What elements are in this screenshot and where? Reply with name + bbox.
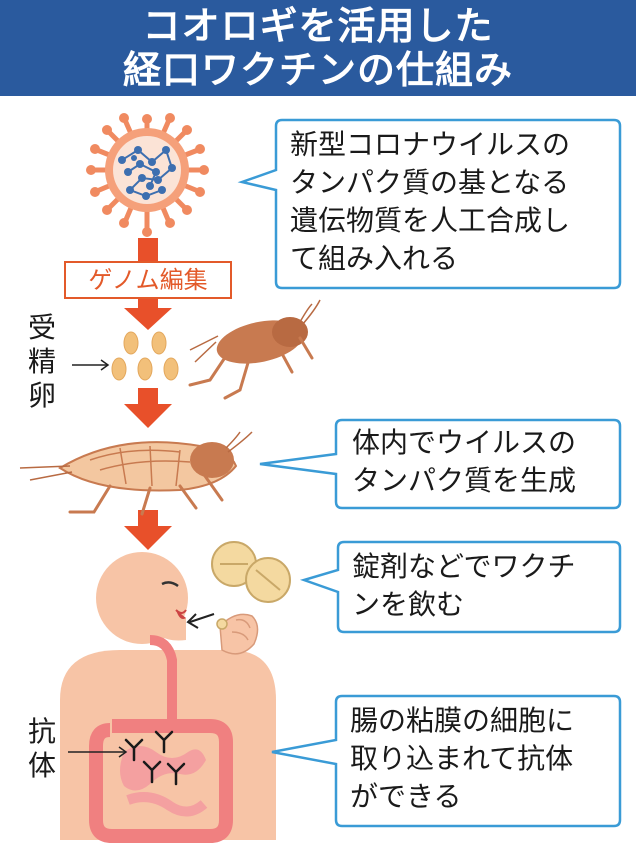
callout-2-line-1: 体内でウイルスの (352, 426, 577, 459)
callout-protein-generation: 体内でウイルスの タンパク質を生成 (256, 418, 622, 510)
antibody-label-2: 体 (28, 749, 57, 782)
callout-1-line-4: て組み入れる (290, 242, 459, 275)
callout-take-vaccine: 錠剤などでワクチ ンを飲む (299, 540, 622, 634)
callout-1-line-1: 新型コロナウイルスの (290, 128, 571, 161)
arrow-2 (124, 296, 172, 330)
callout-4-line-2: 取り込まれて抗体 (350, 742, 574, 775)
egg-pointer (72, 359, 110, 371)
callout-4-line-1: 腸の粘膜の細胞に (350, 704, 575, 737)
person-icon (60, 552, 276, 840)
fertilized-egg-label-2: 精 (28, 345, 57, 378)
digestive-tract-icon (89, 635, 233, 843)
tablet-pointer (186, 613, 215, 629)
title-band: コオロギを活用した 経口ワクチンの仕組み (0, 0, 636, 96)
genome-editing-label: ゲノム編集 (64, 261, 232, 299)
virus-icon (86, 113, 209, 237)
callout-3-line-1: 錠剤などでワクチ (352, 550, 576, 583)
antibody-pointer (68, 746, 128, 758)
callout-antibody-formation: 腸の粘膜の細胞に 取り込まれて抗体 ができる (268, 694, 622, 828)
callout-1-line-2: タンパク質の基となる (290, 166, 570, 199)
callout-1-line-3: 遺伝物質を人工合成し (290, 204, 571, 237)
callout-2-line-2: タンパク質を生成 (352, 464, 577, 497)
eggs-icon (111, 331, 179, 381)
fertilized-egg-label-1: 受 (28, 311, 57, 344)
callout-genetic-material: 新型コロナウイルスの タンパク質の基となる 遺伝物質を人工合成し て組み入れる (232, 118, 622, 290)
callout-4-line-3: ができる (350, 780, 462, 813)
fertilized-egg-label-3: 卵 (28, 379, 57, 412)
title-line-2: 経口ワクチンの仕組み (122, 48, 513, 92)
antibody-icons (124, 730, 186, 786)
antibody-label-1: 抗 (28, 715, 57, 748)
callout-3-line-2: ンを飲む (352, 588, 465, 621)
title-line-1: コオロギを活用した (142, 4, 494, 48)
arrow-4 (124, 510, 172, 550)
arrow-3 (124, 388, 172, 428)
tablet-icons (211, 541, 291, 630)
small-cricket-icon (188, 299, 321, 400)
large-cricket-icon (19, 431, 253, 516)
